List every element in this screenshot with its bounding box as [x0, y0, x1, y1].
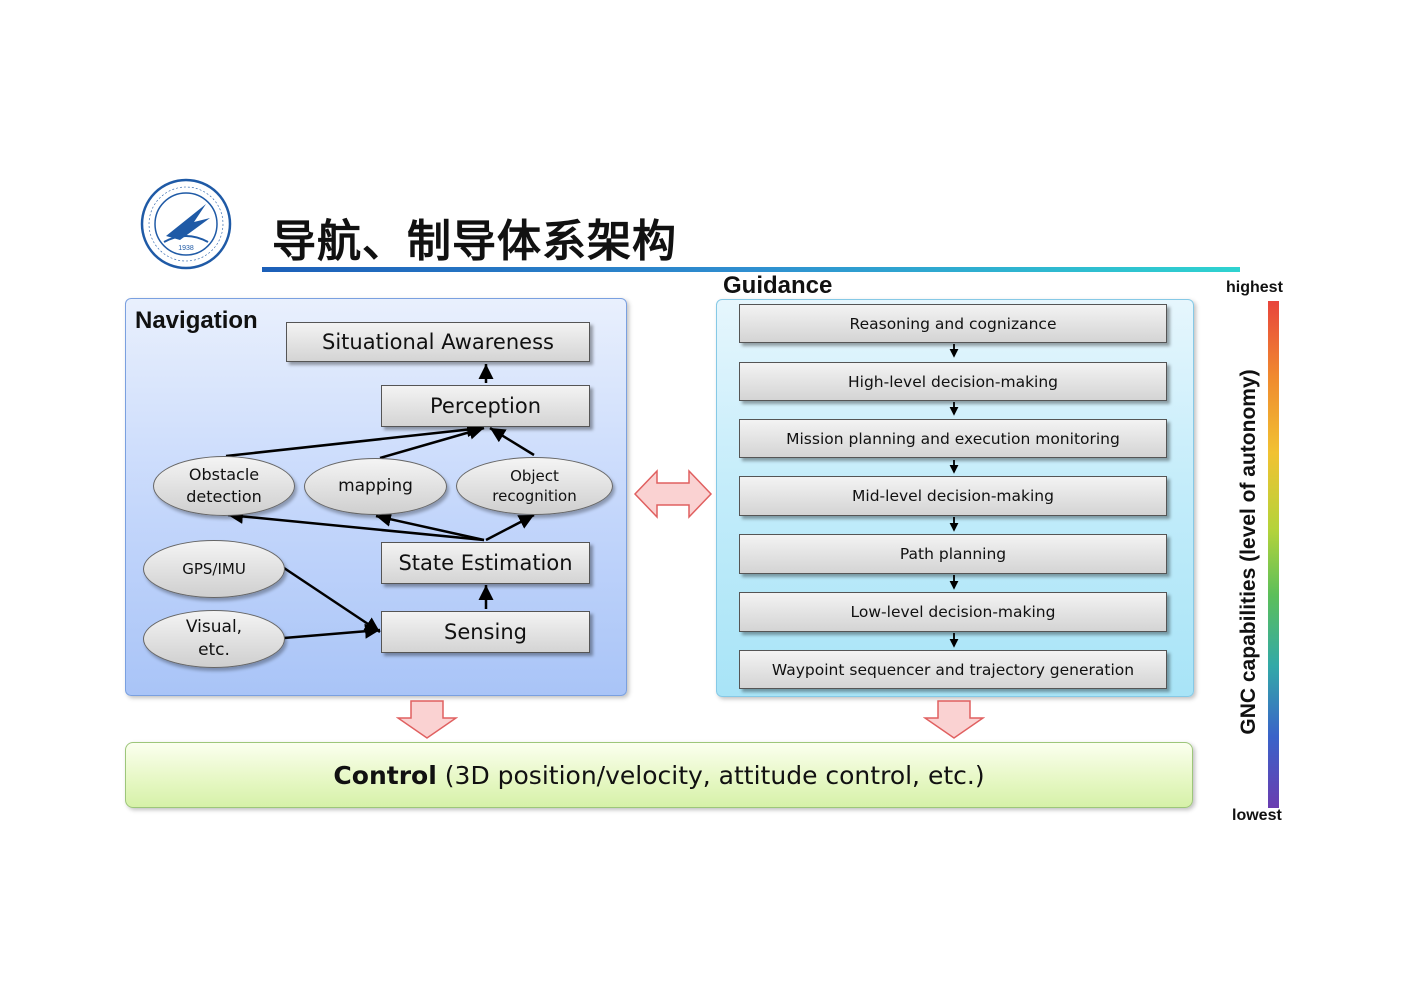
autonomy-scale-bar	[1268, 301, 1279, 808]
control-detail: (3D position/velocity, attitude control,…	[444, 760, 985, 790]
gps-imu-ellipse: GPS/IMU	[143, 540, 285, 598]
control-panel: Control (3D position/velocity, attitude …	[125, 742, 1193, 808]
perception-box: Perception	[381, 385, 590, 427]
guidance-step: Mission planning and execution monitorin…	[739, 419, 1167, 458]
sensing-box: Sensing	[381, 611, 590, 653]
control-label: Control	[333, 760, 437, 790]
scale-highest-label: highest	[1226, 279, 1283, 296]
scale-lowest-label: lowest	[1232, 807, 1282, 824]
guidance-step: Path planning	[739, 534, 1167, 574]
scale-title: GNC capabilities (level of autonomy)	[1237, 369, 1260, 735]
state-estimation-box: State Estimation	[381, 542, 590, 584]
navigation-title: Navigation	[135, 307, 258, 334]
guidance-title: Guidance	[723, 272, 833, 299]
double-arrow-icon	[633, 469, 713, 519]
logo-year: 1938	[178, 245, 194, 252]
page-title: 导航、制导体系架构	[272, 216, 677, 267]
title-rule	[262, 267, 1240, 272]
obstacle-detection-ellipse: Obstacle detection	[153, 456, 295, 516]
object-recognition-ellipse: Object recognition	[456, 457, 613, 515]
guidance-step: Mid-level decision-making	[739, 476, 1167, 516]
situational-awareness-box: Situational Awareness	[286, 322, 590, 362]
guidance-step: Low-level decision-making	[739, 592, 1167, 632]
guidance-step: High-level decision-making	[739, 362, 1167, 401]
visual-ellipse: Visual, etc.	[143, 610, 285, 668]
down-arrow-icon	[923, 700, 985, 739]
university-logo: 1938	[140, 178, 232, 270]
down-arrow-icon	[396, 700, 458, 739]
guidance-step: Reasoning and cognizance	[739, 304, 1167, 343]
mapping-ellipse: mapping	[304, 458, 447, 515]
guidance-step: Waypoint sequencer and trajectory genera…	[739, 650, 1167, 689]
